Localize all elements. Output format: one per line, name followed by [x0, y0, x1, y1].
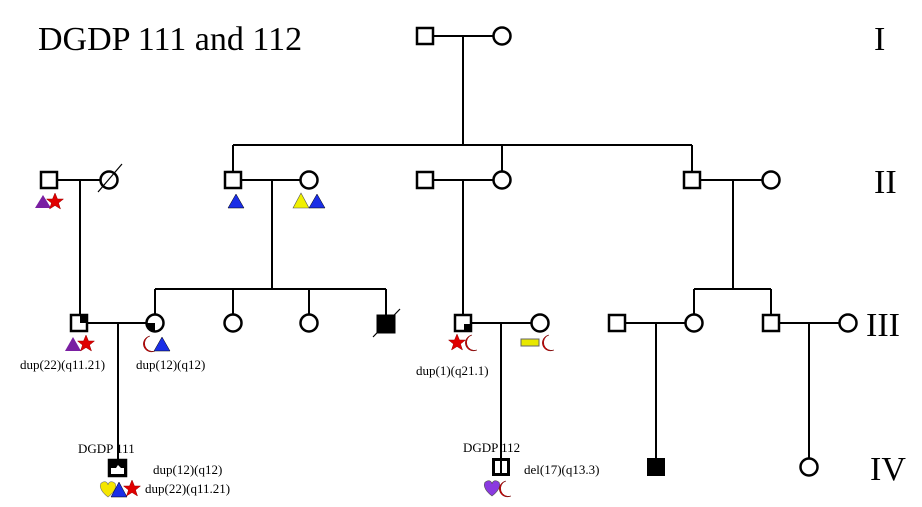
purple-triangle-icon — [35, 195, 51, 208]
generation-label-II: II — [874, 164, 897, 201]
individual-II-6-female[interactable] — [492, 170, 512, 190]
generation-label-I: I — [874, 21, 885, 58]
variant-label-III-2: dup(12)(q12) — [136, 357, 205, 372]
variant-label-III-1: dup(22)(q11.21) — [20, 357, 105, 372]
blue-triangle-icon — [110, 481, 128, 498]
red-star-icon — [45, 192, 65, 210]
individual-III-7-female[interactable] — [530, 313, 550, 333]
blue-triangle-icon — [227, 193, 245, 209]
individual-IV-3-male-affected[interactable] — [647, 458, 665, 476]
partial-affected-pattern — [502, 461, 507, 473]
blue-triangle-icon — [308, 193, 326, 209]
individual-II-8-female[interactable] — [761, 170, 781, 190]
red-moon-icon — [542, 334, 555, 352]
pedigree-title: DGDP 111 and 112 — [38, 21, 302, 58]
yellow-bar-icon — [520, 338, 540, 347]
partial-affected-pattern — [111, 465, 124, 474]
yellow-heart-icon — [99, 481, 117, 498]
partial-affected-pattern — [495, 461, 500, 473]
yellow-triangle-icon — [292, 192, 310, 209]
individual-III-4-female[interactable] — [299, 313, 319, 333]
generation-label-III: III — [866, 307, 900, 344]
variant-label-IV-1-b: dup(22)(q11.21) — [145, 481, 230, 496]
red-moon-icon — [465, 334, 478, 352]
blue-triangle-icon — [153, 336, 171, 352]
individual-II-7-male[interactable] — [682, 170, 702, 190]
individual-II-4-female[interactable] — [299, 170, 319, 190]
individual-I-1-male[interactable] — [415, 26, 435, 46]
individual-III-9-female[interactable] — [684, 313, 704, 333]
individual-IV-4-female[interactable] — [799, 457, 819, 477]
carrier-quadrant — [80, 316, 87, 323]
individual-II-1-male[interactable] — [39, 170, 59, 190]
individual-I-2-female[interactable] — [492, 26, 512, 46]
individual-II-5-male[interactable] — [415, 170, 435, 190]
proband-id-label-IV-2: DGDP 112 — [463, 440, 520, 455]
red-star-icon — [122, 479, 142, 497]
individual-II-3-male[interactable] — [223, 170, 243, 190]
deceased-slash — [372, 308, 401, 338]
red-star-icon — [447, 333, 467, 351]
carrier-quadrant — [146, 323, 155, 332]
red-star-icon — [76, 334, 96, 352]
proband-id-label-IV-1: DGDP 111 — [78, 441, 135, 456]
generation-label-IV: IV — [870, 451, 906, 488]
red-moon-icon — [143, 335, 156, 353]
carrier-quadrant — [464, 324, 471, 331]
purple-triangle-icon — [65, 337, 81, 351]
individual-III-10-male[interactable] — [761, 313, 781, 333]
deceased-slash — [97, 163, 123, 193]
variant-label-III-6: dup(1)(q21.1) — [416, 363, 489, 378]
variant-label-IV-2: del(17)(q13.3) — [524, 462, 599, 477]
individual-III-11-female[interactable] — [838, 313, 858, 333]
individual-III-8-male[interactable] — [607, 313, 627, 333]
red-moon-icon — [499, 480, 512, 498]
purple-heart-icon — [483, 480, 501, 497]
individual-IV-2-male-proband[interactable] — [492, 458, 510, 476]
individual-III-3-female[interactable] — [223, 313, 243, 333]
variant-label-IV-1-a: dup(12)(q12) — [153, 462, 222, 477]
